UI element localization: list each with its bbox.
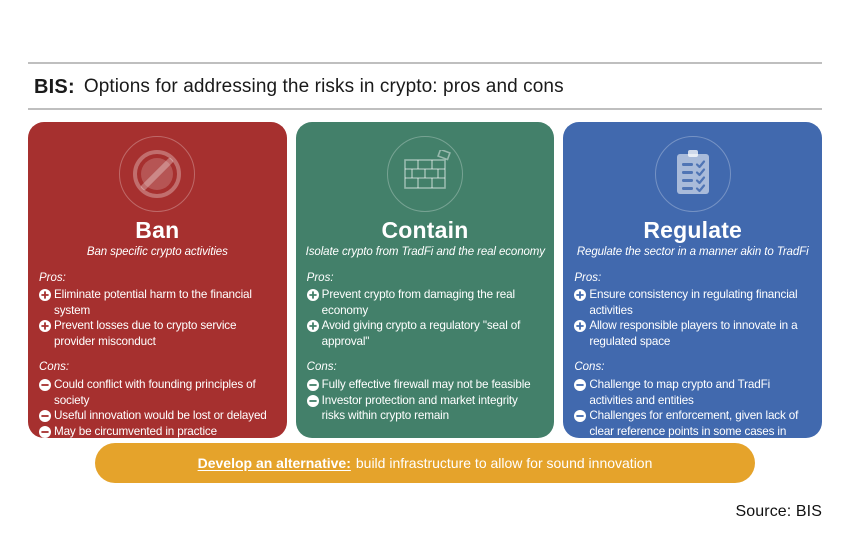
option-title-regulate: Regulate — [643, 217, 743, 243]
option-title-contain: Contain — [381, 217, 469, 243]
plus-circle-icon — [574, 320, 587, 333]
cons-label-contain: Cons: — [306, 361, 337, 374]
plus-circle-icon — [39, 289, 51, 302]
minus-circle-icon — [39, 410, 51, 423]
pro-text: Eliminate potential harm to the financia… — [54, 288, 252, 317]
title-text: Options for addressing the risks in cryp… — [83, 76, 564, 97]
pro-item: Avoid giving crypto a regulatory "seal o… — [306, 318, 544, 349]
pro-item: Eliminate potential harm to the financia… — [39, 287, 276, 318]
minus-circle-icon — [574, 410, 587, 423]
plus-circle-icon — [306, 289, 319, 302]
con-text: Investor protection and market integrity… — [321, 393, 518, 423]
title-rule-bottom — [28, 108, 822, 110]
option-body-contain: Pros: Prevent crypto from damaging the r… — [306, 271, 545, 424]
banner-rest-label: build infrastructure to allow for sound … — [355, 455, 653, 471]
banner-lead-label: Develop an alternative: — [197, 455, 351, 471]
pros-label-regulate: Pros: — [574, 271, 602, 284]
organization-label: BIS: — [34, 75, 75, 98]
option-panel-regulate[interactable]: Regulate Regulate the sector in a manner… — [563, 122, 823, 438]
plus-circle-icon — [306, 320, 319, 333]
minus-circle-icon — [306, 394, 319, 407]
minus-circle-icon — [306, 378, 319, 391]
con-item: Fully effective firewall may not be feas… — [306, 377, 544, 393]
minus-circle-icon — [39, 378, 51, 391]
con-text: Could conflict with founding principles … — [54, 377, 256, 407]
option-subtitle-regulate: Regulate the sector in a manner akin to … — [576, 246, 809, 259]
page-title: BIS: Options for addressing the risks in… — [34, 70, 564, 104]
con-item: Challenge to map crypto and TradFi activ… — [574, 377, 811, 408]
pro-item: Prevent losses due to crypto service pro… — [39, 318, 276, 349]
pro-item: Prevent crypto from damaging the real ec… — [306, 287, 544, 318]
minus-circle-icon — [39, 425, 51, 438]
source-attribution: Source: BIS — [735, 503, 822, 520]
pro-text: Ensure consistency in regulating financi… — [589, 288, 798, 317]
option-title-ban: Ban — [135, 217, 180, 243]
con-text: Challenges for enforcement, given lack o… — [589, 409, 799, 438]
pros-label-contain: Pros: — [306, 271, 334, 284]
con-item: Useful innovation would be lost or delay… — [39, 408, 276, 424]
option-panel-ban[interactable]: Ban Ban specific crypto activities Pros:… — [28, 122, 287, 438]
plus-circle-icon — [574, 289, 587, 302]
con-text: May be circumvented in practice — [54, 424, 217, 438]
prohibition-sign-icon — [119, 136, 196, 212]
pro-item: Allow responsible players to innovate in… — [574, 318, 811, 349]
cons-label-ban: Cons: — [39, 361, 70, 374]
pros-label-ban: Pros: — [39, 271, 66, 284]
brick-wall-icon — [387, 136, 463, 212]
con-item: Challenges for enforcement, given lack o… — [574, 408, 811, 438]
clipboard-checklist-icon — [654, 136, 731, 212]
con-item: Investor protection and market integrity… — [306, 393, 544, 424]
option-subtitle-contain: Isolate crypto from TradFi and the real … — [305, 246, 545, 259]
option-subtitle-ban: Ban specific crypto activities — [86, 246, 228, 259]
option-body-ban: Pros: Eliminate potential harm to the fi… — [38, 271, 277, 438]
con-text: Challenge to map crypto and TradFi activ… — [589, 377, 771, 407]
pro-text: Avoid giving crypto a regulatory "seal o… — [321, 319, 521, 348]
pro-item: Ensure consistency in regulating financi… — [574, 287, 811, 318]
options-panel-group: Ban Ban specific crypto activities Pros:… — [28, 122, 823, 438]
con-text: Useful innovation would be lost or delay… — [54, 409, 267, 423]
con-item: May be circumvented in practice — [39, 424, 276, 438]
con-text: Fully effective firewall may not be feas… — [321, 377, 531, 391]
pro-text: Prevent losses due to crypto service pro… — [54, 319, 237, 348]
option-panel-contain[interactable]: Contain Isolate crypto from TradFi and t… — [295, 122, 555, 438]
option-body-regulate: Pros: Ensure consistency in regulating f… — [573, 271, 812, 438]
title-rule-top — [28, 62, 822, 64]
con-item: Could conflict with founding principles … — [39, 377, 276, 408]
pro-text: Allow responsible players to innovate in… — [589, 319, 798, 348]
develop-alternative-banner[interactable]: Develop an alternative: build infrastruc… — [95, 443, 755, 483]
minus-circle-icon — [574, 378, 587, 391]
pro-text: Prevent crypto from damaging the real ec… — [321, 288, 515, 317]
plus-circle-icon — [39, 320, 51, 333]
cons-label-regulate: Cons: — [574, 361, 605, 374]
